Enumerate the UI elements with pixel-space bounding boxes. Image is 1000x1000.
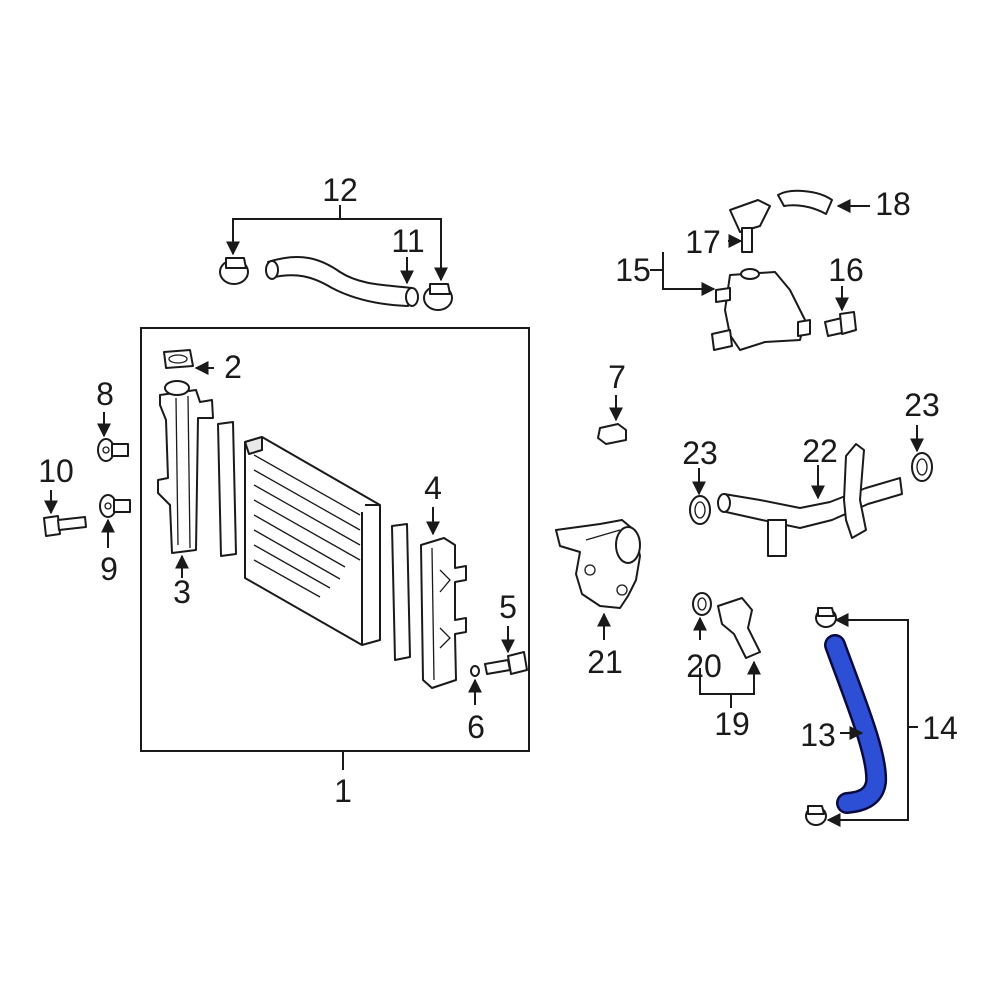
callout-8: 8 bbox=[96, 376, 114, 412]
callout-16: 16 bbox=[828, 252, 864, 288]
callout-2: 2 bbox=[224, 349, 242, 385]
callout-12: 12 bbox=[322, 172, 358, 208]
callout-23-left: 23 bbox=[682, 435, 718, 471]
callout-7: 7 bbox=[608, 359, 626, 395]
callout-19: 19 bbox=[714, 706, 750, 742]
mounting-hardware-group bbox=[43, 412, 131, 548]
upper-hose-group bbox=[219, 205, 453, 311]
water-pipe-part[interactable] bbox=[717, 597, 761, 659]
lower-hose-clamp-bottom[interactable] bbox=[805, 805, 827, 826]
hose-clamp-left[interactable] bbox=[219, 257, 249, 285]
callout-18: 18 bbox=[875, 186, 911, 222]
callout-5: 5 bbox=[499, 589, 517, 625]
plug-part[interactable] bbox=[597, 423, 627, 445]
reservoir-tank-part[interactable] bbox=[711, 268, 811, 351]
water-inlet-housing-part[interactable] bbox=[555, 519, 641, 609]
gasket-right-part[interactable] bbox=[911, 452, 933, 482]
bypass-pipe-group bbox=[689, 425, 933, 557]
callout-23-right: 23 bbox=[904, 387, 940, 423]
callout-4: 4 bbox=[424, 470, 442, 506]
left-seal-strip bbox=[217, 421, 237, 557]
callout-1: 1 bbox=[334, 773, 352, 809]
callout-14: 14 bbox=[922, 710, 958, 746]
callout-11: 11 bbox=[391, 223, 424, 259]
drain-cock-part[interactable] bbox=[484, 651, 528, 675]
hose-clamp-right[interactable] bbox=[423, 283, 453, 311]
callout-13: 13 bbox=[800, 717, 836, 753]
bypass-pipe-part[interactable] bbox=[717, 443, 903, 557]
reservoir-fitting-part[interactable] bbox=[824, 311, 857, 337]
callout-21: 21 bbox=[587, 644, 623, 680]
callout-20: 20 bbox=[686, 648, 722, 684]
o-ring-part[interactable] bbox=[470, 665, 480, 677]
callout-15: 15 bbox=[615, 252, 651, 288]
bolt-part[interactable] bbox=[43, 515, 87, 537]
callout-22: 22 bbox=[802, 433, 838, 469]
highlighted-hose-part[interactable] bbox=[826, 636, 885, 812]
callout-3: 3 bbox=[173, 574, 191, 610]
reservoir-group bbox=[650, 189, 870, 351]
lower-hose-group bbox=[805, 607, 918, 827]
callout-10: 10 bbox=[38, 453, 74, 489]
grommet-lower-part[interactable] bbox=[99, 494, 131, 518]
radiator-assembly-frame bbox=[140, 327, 530, 752]
callout-9: 9 bbox=[100, 551, 118, 587]
gasket-left-part[interactable] bbox=[689, 495, 711, 525]
radiator-cap-part[interactable] bbox=[163, 349, 194, 369]
overflow-hose-part[interactable] bbox=[777, 189, 833, 215]
radiator-assembly-group bbox=[140, 327, 530, 770]
right-seal-strip bbox=[391, 523, 411, 661]
callout-17: 17 bbox=[685, 224, 721, 260]
lower-hose-clamp-top[interactable] bbox=[815, 607, 837, 628]
callout-6: 6 bbox=[467, 709, 485, 745]
upper-radiator-hose-part[interactable] bbox=[267, 256, 413, 307]
radiator-core-part[interactable] bbox=[244, 436, 381, 646]
reservoir-cap-part[interactable] bbox=[729, 199, 771, 253]
radiator-left-tank-part[interactable] bbox=[157, 380, 214, 554]
grommet-upper-part[interactable] bbox=[97, 438, 129, 462]
radiator-right-tank-part[interactable] bbox=[420, 537, 467, 689]
pipe-gasket-part[interactable] bbox=[692, 592, 712, 616]
water-pipe-group bbox=[692, 592, 761, 708]
